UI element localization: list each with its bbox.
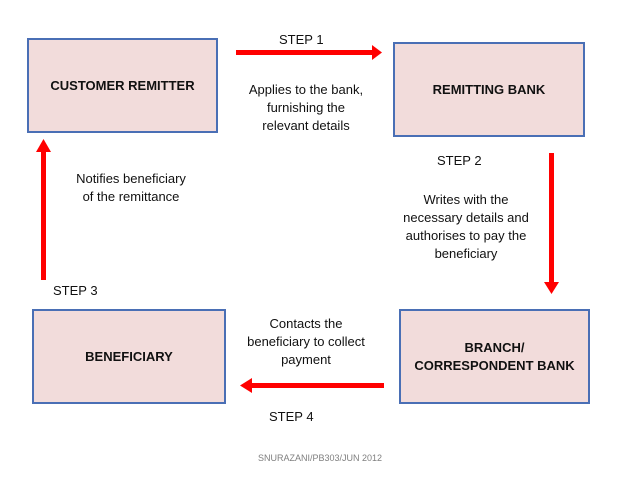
- step4-label: STEP 4: [269, 409, 314, 424]
- footer-credit: SNURAZANI/PB303/JUN 2012: [258, 453, 383, 463]
- arrow-step4: [240, 378, 384, 393]
- arrow-step1: [236, 45, 382, 60]
- step1-desc-line2: furnishing the: [266, 100, 346, 115]
- branch-bank-label-line2: CORRESPONDENT BANK: [414, 357, 575, 373]
- step3-description: Notifies beneficiary of the remittance: [58, 170, 204, 206]
- beneficiary-label: BENEFICIARY: [85, 348, 173, 364]
- branch-correspondent-bank-box: BRANCH/ CORRESPONDENT BANK: [399, 309, 590, 404]
- step2-description: Writes with the necessary details and au…: [390, 191, 542, 263]
- step3-desc-line2: of the remittance: [82, 189, 180, 204]
- arrow-step3: [36, 139, 51, 280]
- step4-desc-line1: Contacts the: [269, 316, 343, 331]
- step1-description: Applies to the bank, furnishing the rele…: [228, 81, 384, 135]
- branch-bank-label-line1: BRANCH/: [464, 339, 525, 355]
- arrow-step2: [544, 153, 559, 294]
- remitting-bank-box: REMITTING BANK: [393, 42, 585, 137]
- step1-desc-line1: Applies to the bank,: [248, 82, 364, 97]
- beneficiary-box: BENEFICIARY: [32, 309, 226, 404]
- step2-desc-line1: Writes with the: [423, 192, 509, 207]
- step2-desc-line3: authorises to pay the: [405, 228, 527, 243]
- step3-desc-line1: Notifies beneficiary: [76, 171, 186, 186]
- step1-label: STEP 1: [279, 32, 324, 47]
- customer-remitter-box: CUSTOMER REMITTER: [27, 38, 218, 133]
- step2-desc-line2: necessary details and: [403, 210, 529, 225]
- step4-description: Contacts the beneficiary to collect paym…: [230, 315, 382, 369]
- customer-remitter-label: CUSTOMER REMITTER: [50, 77, 195, 93]
- step3-label: STEP 3: [53, 283, 98, 298]
- step4-desc-line3: payment: [281, 352, 331, 367]
- step2-label: STEP 2: [437, 153, 482, 168]
- remitting-bank-label: REMITTING BANK: [432, 81, 546, 97]
- step2-desc-line4: beneficiary: [434, 246, 498, 261]
- step4-desc-line2: beneficiary to collect: [247, 334, 365, 349]
- step1-desc-line3: relevant details: [262, 118, 350, 133]
